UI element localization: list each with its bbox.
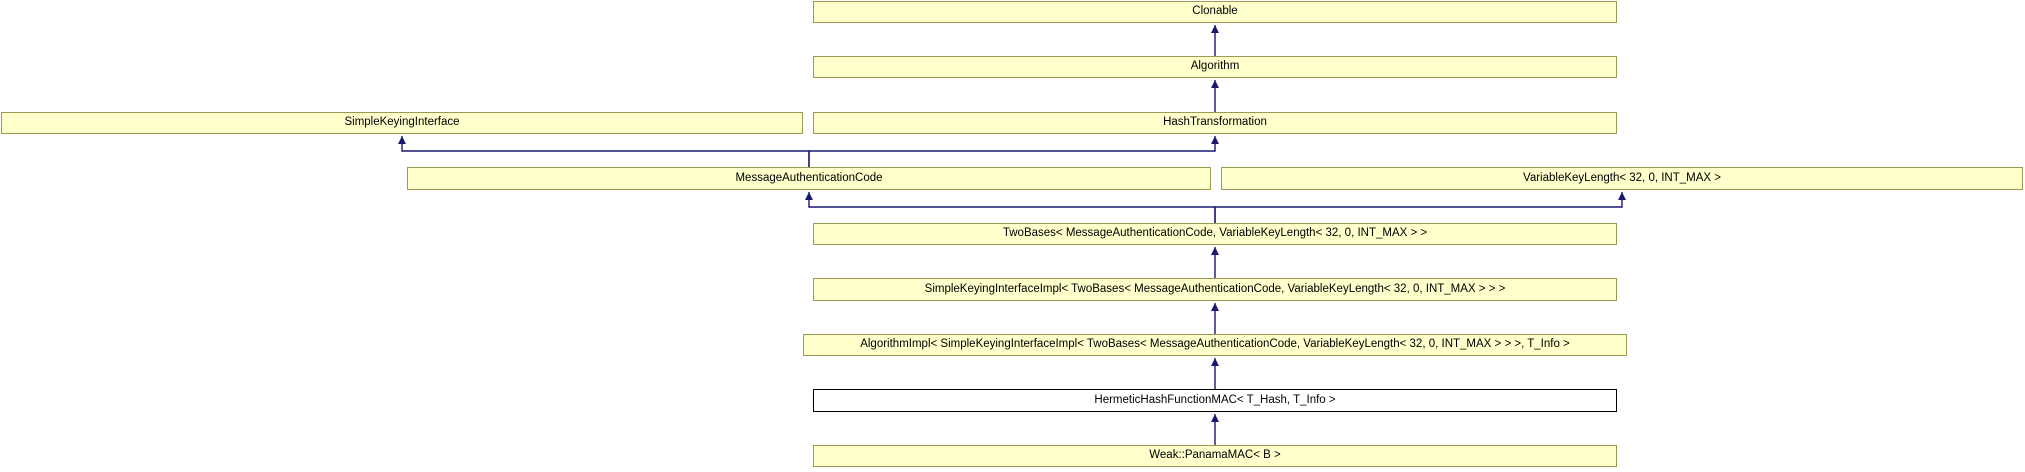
class-node-two-bases[interactable]: TwoBases< MessageAuthenticationCode, Var…: [813, 223, 1617, 245]
class-node-label: HashTransformation: [1163, 116, 1267, 129]
class-node-label: Algorithm: [1190, 60, 1240, 73]
inheritance-edge-mac-to-hash-transformation: [808, 136, 1219, 167]
class-node-hash-transformation[interactable]: HashTransformation: [813, 112, 1617, 134]
class-node-label: MessageAuthenticationCode: [735, 171, 883, 184]
inheritance-edge-mac-to-simple-keying-interface: [398, 136, 810, 167]
class-node-label: AlgorithmImpl< SimpleKeyingInterfaceImpl…: [860, 338, 1570, 351]
class-node-algorithm[interactable]: Algorithm: [813, 56, 1617, 78]
class-node-algorithm-impl[interactable]: AlgorithmImpl< SimpleKeyingInterfaceImpl…: [803, 334, 1627, 356]
class-node-simple-keying-interface-impl[interactable]: SimpleKeyingInterfaceImpl< TwoBases< Mes…: [813, 278, 1617, 301]
class-node-label: SimpleKeyingInterface: [344, 116, 460, 129]
class-node-label: VariableKeyLength< 32, 0, INT_MAX >: [1523, 171, 1721, 184]
class-node-hermetic-hash-function-mac: HermeticHashFunctionMAC< T_Hash, T_Info …: [813, 389, 1617, 412]
class-node-label: TwoBases< MessageAuthenticationCode, Var…: [1002, 227, 1428, 240]
class-node-label: Clonable: [1192, 5, 1238, 18]
class-node-clonable[interactable]: Clonable: [813, 1, 1617, 23]
class-node-weak-panama-mac[interactable]: Weak::PanamaMAC< B >: [813, 445, 1617, 467]
inheritance-edge-two-bases-to-variable-key-length: [1214, 192, 1626, 223]
class-node-label: HermeticHashFunctionMAC< T_Hash, T_Info …: [1094, 393, 1336, 406]
class-node-variable-key-length[interactable]: VariableKeyLength< 32, 0, INT_MAX >: [1221, 167, 2023, 190]
class-node-simple-keying-interface[interactable]: SimpleKeyingInterface: [1, 112, 803, 134]
class-node-label: Weak::PanamaMAC< B >: [1149, 449, 1281, 462]
inheritance-edge-two-bases-to-mac: [805, 192, 1216, 223]
class-node-message-authentication-code[interactable]: MessageAuthenticationCode: [407, 167, 1211, 190]
class-node-label: SimpleKeyingInterfaceImpl< TwoBases< Mes…: [924, 282, 1506, 295]
